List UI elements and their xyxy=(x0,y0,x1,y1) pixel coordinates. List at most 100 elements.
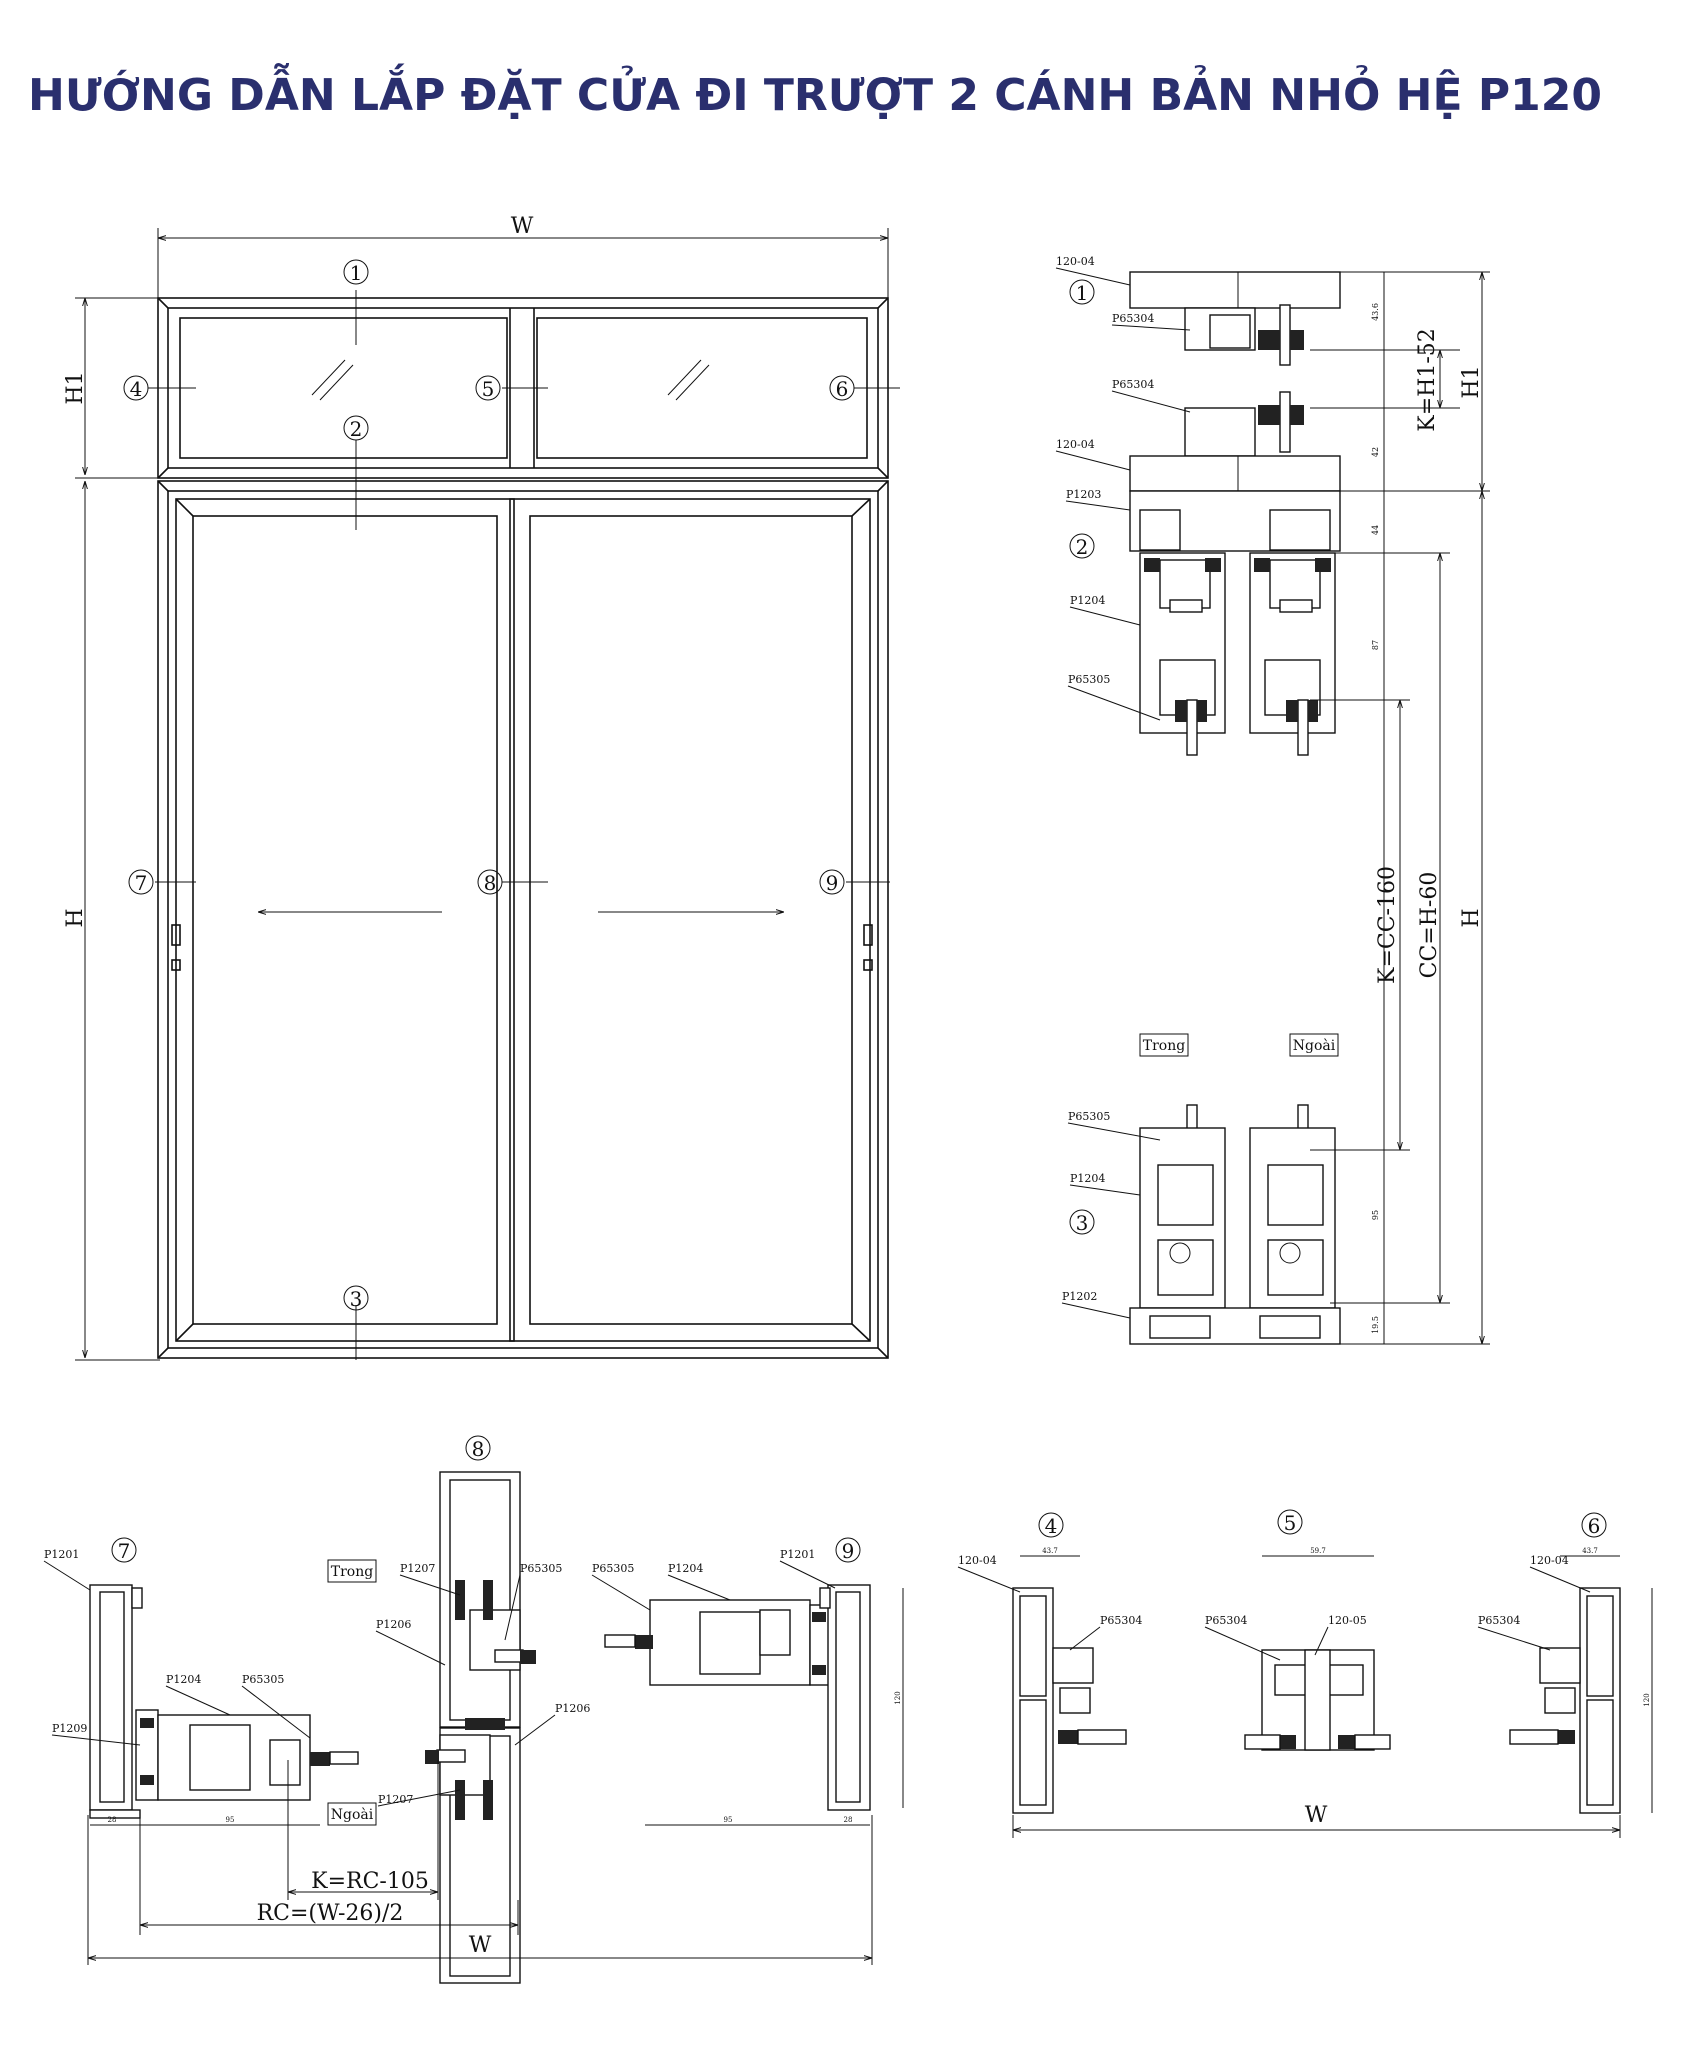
svg-text:9: 9 xyxy=(826,871,839,895)
label-p1204-bottom: P1204 xyxy=(1070,1172,1105,1185)
label-p65304-left: P65304 xyxy=(1100,1614,1142,1627)
section-marker-4: 4 xyxy=(1038,1512,1064,1538)
h-inside-label: Trong xyxy=(331,1564,373,1580)
svg-text:43.7: 43.7 xyxy=(1582,1547,1598,1555)
label-p1204-right: P1204 xyxy=(668,1562,703,1575)
h-inside-label-box xyxy=(327,1559,377,1583)
label-p1201-right: P1201 xyxy=(780,1548,815,1561)
left-handle xyxy=(171,924,181,946)
dim-k-cc: K=CC-160 xyxy=(1375,866,1400,984)
section-marker-5: 5 xyxy=(1277,1509,1303,1535)
right-sash xyxy=(509,498,871,1342)
svg-text:44: 44 xyxy=(1371,525,1380,535)
dim-w-horizontal: W xyxy=(469,1933,492,1958)
dim-w-transom: W xyxy=(1305,1803,1328,1828)
label-p1206-bottom: P1206 xyxy=(555,1702,590,1715)
h-outside-label: Ngoài xyxy=(331,1806,374,1823)
svg-text:19.5: 19.5 xyxy=(1371,1316,1380,1334)
marker-8: 8 xyxy=(477,869,503,895)
svg-text:28: 28 xyxy=(108,1816,117,1824)
svg-text:95: 95 xyxy=(724,1816,733,1824)
svg-text:7: 7 xyxy=(135,871,148,895)
inside-label: Trong xyxy=(1143,1038,1185,1054)
label-p1204-left: P1204 xyxy=(166,1673,201,1686)
section-marker-2: 2 xyxy=(1069,533,1095,559)
svg-text:43.6: 43.6 xyxy=(1371,303,1380,321)
label-p1207-top: P1207 xyxy=(400,1562,435,1575)
svg-text:1: 1 xyxy=(1076,281,1089,305)
svg-text:2: 2 xyxy=(1076,535,1089,559)
marker-6: 6 xyxy=(829,375,855,401)
width-label: W xyxy=(511,214,534,239)
dim-h1: H1 xyxy=(1459,365,1484,398)
inside-label-box xyxy=(1139,1033,1189,1057)
marker-9: 9 xyxy=(819,869,845,895)
dim-k-rc: K=RC-105 xyxy=(311,1869,429,1894)
section-marker-6: 6 xyxy=(1581,1512,1607,1538)
marker-4: 4 xyxy=(123,375,149,401)
h-outside-label-box xyxy=(327,1802,377,1826)
svg-text:43.7: 43.7 xyxy=(1042,1547,1058,1555)
svg-text:8: 8 xyxy=(472,1437,485,1461)
transom-pane-left xyxy=(179,317,508,459)
svg-text:3: 3 xyxy=(350,1287,363,1311)
label-p1209: P1209 xyxy=(52,1722,87,1735)
label-p65305-top: P65305 xyxy=(1068,673,1110,686)
marker-7: 7 xyxy=(128,869,154,895)
section-marker-1: 1 xyxy=(1069,279,1095,305)
transom-section: 120-04 P65304 P65304 120-05 120-04 P6530… xyxy=(957,1509,1653,1838)
svg-text:87: 87 xyxy=(1371,640,1380,650)
outside-label: Ngoài xyxy=(1293,1037,1336,1054)
marker-1: 1 xyxy=(343,259,369,285)
marker-3: 3 xyxy=(343,1285,369,1311)
label-120-04-left: 120-04 xyxy=(958,1554,997,1567)
door-elevation: W H1 H xyxy=(63,214,900,1361)
left-sash xyxy=(175,498,515,1342)
svg-text:120: 120 xyxy=(1643,1693,1651,1706)
svg-text:8: 8 xyxy=(484,871,497,895)
svg-text:120: 120 xyxy=(894,1691,902,1704)
svg-text:42: 42 xyxy=(1371,447,1380,457)
label-p65304-b: P65304 xyxy=(1112,378,1154,391)
outside-label-box xyxy=(1289,1033,1339,1057)
svg-text:3: 3 xyxy=(1076,1211,1089,1235)
label-p1207-bottom: P1207 xyxy=(378,1793,413,1806)
label-p65304-right: P65304 xyxy=(1478,1614,1520,1627)
svg-text:5: 5 xyxy=(482,377,495,401)
label-p1202: P1202 xyxy=(1062,1290,1097,1303)
label-120-04-right: 120-04 xyxy=(1530,1554,1569,1567)
dim-rc: RC=(W-26)/2 xyxy=(257,1901,404,1926)
h1-label: H1 xyxy=(63,371,88,404)
svg-text:1: 1 xyxy=(350,261,363,285)
label-p1201-left: P1201 xyxy=(44,1548,79,1561)
profile-120-04-bottom xyxy=(1129,455,1341,492)
section-marker-9: 9 xyxy=(835,1537,861,1563)
label-p65305-bottom: P65305 xyxy=(1068,1110,1110,1123)
svg-text:95: 95 xyxy=(226,1816,235,1824)
label-120-04-a: 120-04 xyxy=(1056,255,1095,268)
profile-120-04-top xyxy=(1129,271,1341,309)
svg-text:95: 95 xyxy=(1371,1210,1380,1220)
svg-text:5: 5 xyxy=(1284,1511,1297,1535)
svg-text:6: 6 xyxy=(836,377,849,401)
label-p65305-right: P65305 xyxy=(592,1562,634,1575)
label-120-05: 120-05 xyxy=(1328,1614,1367,1627)
dim-k-h1: K=H1-52 xyxy=(1415,328,1440,431)
label-p1206-top: P1206 xyxy=(376,1618,411,1631)
svg-text:2: 2 xyxy=(350,417,363,441)
dim-h: H xyxy=(1459,908,1484,927)
svg-text:28: 28 xyxy=(844,1816,853,1824)
svg-text:59.7: 59.7 xyxy=(1310,1547,1326,1555)
label-120-04-b: 120-04 xyxy=(1056,438,1095,451)
svg-text:4: 4 xyxy=(1045,1514,1058,1538)
svg-text:6: 6 xyxy=(1588,1514,1601,1538)
marker-5: 5 xyxy=(475,375,501,401)
right-handle xyxy=(863,924,873,946)
section-marker-7: 7 xyxy=(111,1537,137,1563)
section-marker-8: 8 xyxy=(465,1435,491,1461)
label-p65304-a: P65304 xyxy=(1112,312,1154,325)
label-p1204-top: P1204 xyxy=(1070,594,1105,607)
label-p1203: P1203 xyxy=(1066,488,1101,501)
label-p65305-left: P65305 xyxy=(242,1673,284,1686)
dim-cc: CC=H-60 xyxy=(1417,872,1442,979)
